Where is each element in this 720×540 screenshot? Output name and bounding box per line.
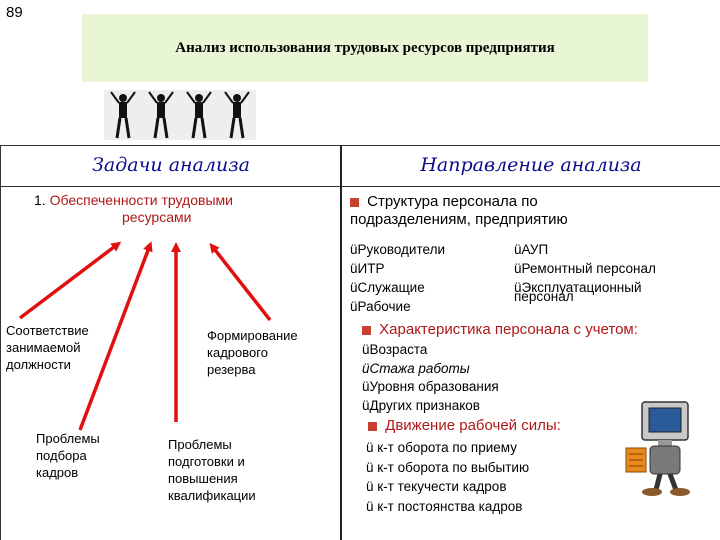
arrow-reserve [209,242,272,322]
list-item: ü к-т оборота по приему [366,440,517,455]
correspondence-line3: должности [6,357,71,372]
structure-heading-line1: Структура персонала по [367,193,538,210]
structure-heading: Структура персонала по подразделениям, п… [350,193,715,229]
list-item: üЭксплуатационный [514,280,642,295]
square-bullet-icon [368,421,377,431]
figure-1 [110,91,136,139]
movement-list: ü к-т оборота по приему ü к-т оборота по… [366,438,529,516]
training-line2: подготовки и [168,454,245,469]
characteristics-heading: Характеристика персонала с учетом: [362,321,638,338]
structure-list-2: üАУП üРемонтный персонал üЭксплуатационн… [514,240,656,304]
arrow-correspondence [18,241,122,320]
reserve-line2: кадрового [207,345,268,360]
list-item: ü к-т текучести кадров [366,479,507,494]
title-banner: Анализ использования трудовых ресурсов п… [82,14,648,82]
list-item: ü к-т постоянства кадров [366,498,523,514]
selection-line1: Проблемы [36,431,100,446]
list-item: üДругих признаков [362,397,480,413]
left-header-band: Задачи анализа [0,145,341,187]
page-title: Анализ использования трудовых ресурсов п… [175,39,555,56]
reserve-box: Формирование кадрового резерва [207,327,298,378]
task-text-line2: ресурсами [122,209,192,225]
reserve-line3: резерва [207,362,256,377]
slide-number: 89 [6,4,23,21]
list-item: ü к-т оборота по выбытию [366,459,530,475]
figure-3 [186,91,212,139]
left-column [0,186,341,540]
list-item: персонал [514,289,574,304]
training-line3: повышения [168,471,238,486]
list-item: üРуководители [350,242,445,257]
list-item: üРабочие [350,299,411,314]
structure-heading-line2: подразделениям, предприятию [350,211,568,228]
characteristics-heading-text: Характеристика персонала с учетом: [379,321,638,338]
left-header: Задачи анализа [92,154,250,176]
correspondence-box: Соответствие занимаемой должности [6,322,89,373]
task-heading: 1. Обеспеченности трудовыми ресурсами [34,192,334,226]
computer-man-image [625,401,690,496]
movement-heading: Движение рабочей силы: [368,417,561,434]
list-item: üУровня образования [362,379,499,394]
training-box: Проблемы подготовки и повышения квалифик… [168,436,256,504]
list-item: üАУП [514,242,549,257]
training-line4: квалификации [168,488,256,503]
list-item: üСлужащие [350,280,425,295]
task-number: 1. [34,192,46,208]
task-text-line1: Обеспеченности трудовыми [49,192,233,208]
square-bullet-icon [350,197,359,207]
list-item: üВозраста [362,342,428,357]
figure-2 [148,91,174,139]
structure-list-1: üРуководители üИТР üСлужащие üРабочие [350,240,445,316]
reserve-line1: Формирование [207,328,298,343]
selection-line2: подбора [36,448,87,463]
list-item: üРемонтный персонал [514,261,656,276]
selection-box: Проблемы подбора кадров [36,430,100,481]
correspondence-line1: Соответствие [6,323,89,338]
arrow-selection [78,241,153,431]
training-line1: Проблемы [168,437,232,452]
figure-4 [224,91,250,139]
square-bullet-icon [362,325,371,335]
correspondence-line2: занимаемой [6,340,81,355]
list-item: üИТР [350,261,385,276]
column-divider [340,145,342,540]
movement-heading-text: Движение рабочей силы: [385,417,561,434]
right-header: Направление анализа [420,154,642,176]
right-header-band: Направление анализа [341,145,720,187]
arrows-layer [18,241,272,431]
people-figures-image [104,90,256,140]
list-item: üСтажа работы [362,360,470,376]
characteristics-list: üВозраста üСтажа работы üУровня образова… [362,341,499,415]
selection-line3: кадров [36,465,79,480]
